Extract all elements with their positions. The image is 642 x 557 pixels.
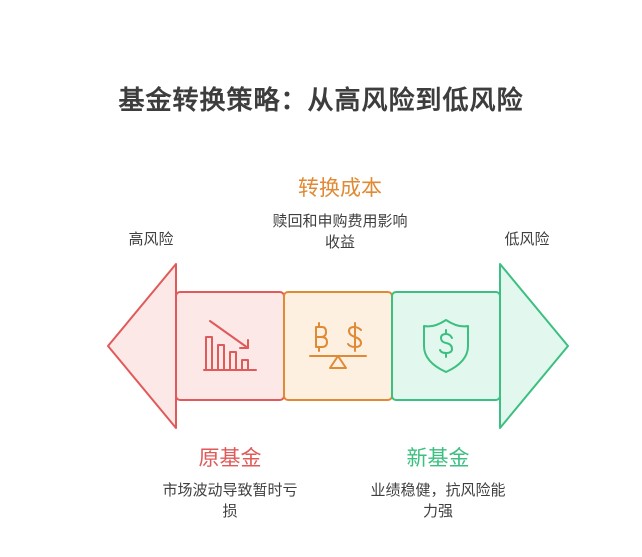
conversion-cost-heading: 转换成本 [298, 176, 382, 200]
currency-balance-scale-icon [309, 322, 367, 369]
new-fund-box [391, 291, 501, 401]
conversion-cost-box [283, 291, 393, 401]
left-arrowhead [107, 263, 177, 429]
old-fund-desc-line2: 损 [222, 502, 238, 520]
new-fund-desc-line2: 力强 [422, 502, 453, 520]
low-risk-label: 低风险 [504, 230, 550, 248]
new-fund-desc-line1: 业绩稳健，抗风险能 [370, 481, 506, 499]
page-title: 基金转换策略：从高风险到低风险 [118, 86, 524, 116]
old-fund-heading: 原基金 [198, 446, 262, 470]
dollar-shield-icon [423, 319, 469, 373]
old-fund-box [175, 291, 285, 401]
conversion-cost-desc-line1: 赎回和申购费用影响 [272, 212, 408, 230]
conversion-cost-desc-line2: 收益 [324, 233, 355, 251]
right-arrowhead [499, 263, 569, 429]
new-fund-heading: 新基金 [406, 446, 470, 470]
old-fund-desc-line1: 市场波动导致暂时亏 [162, 481, 298, 499]
declining-bar-chart-icon [203, 320, 257, 371]
high-risk-label: 高风险 [128, 230, 174, 248]
